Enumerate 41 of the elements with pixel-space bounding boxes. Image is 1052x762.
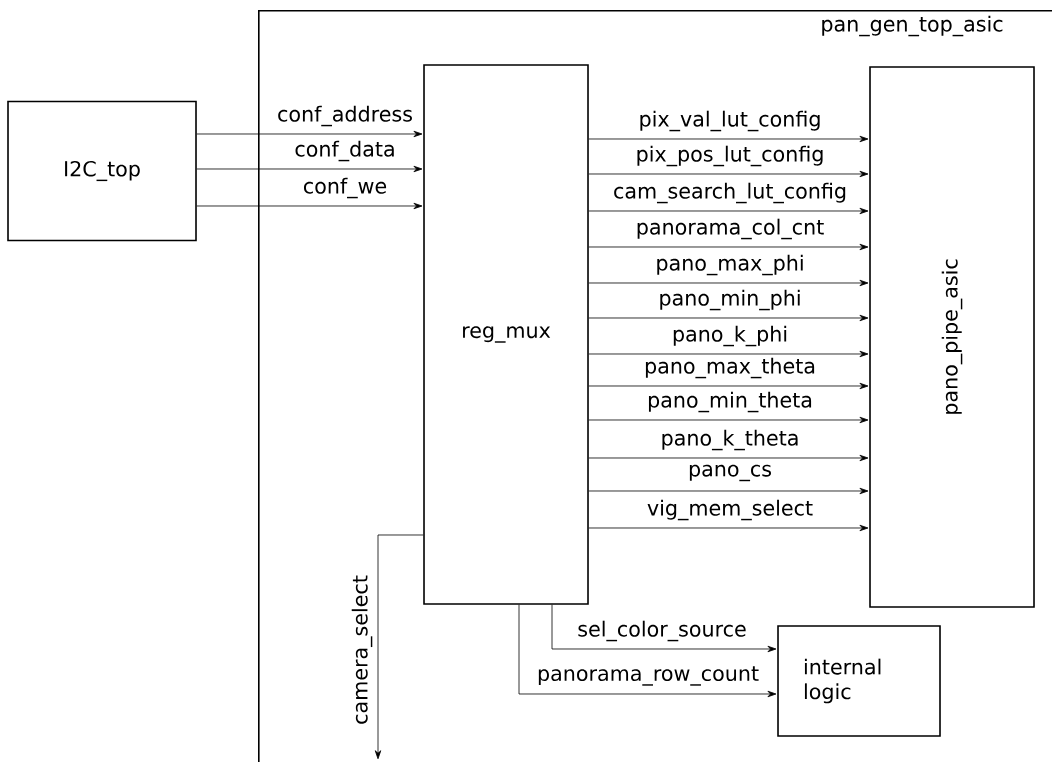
arrow: [588, 207, 869, 215]
edge-label: pano_min_theta: [645, 390, 815, 414]
block-label: pan_gen_top_asic: [822, 15, 1003, 37]
edge-label: panorama_col_cnt: [634, 217, 826, 241]
arrow: [588, 350, 869, 358]
arrow: [588, 314, 869, 322]
arrow: [588, 416, 869, 424]
arrow: [196, 202, 423, 210]
arrow: [196, 130, 423, 138]
arrow: [588, 454, 869, 462]
edge-label: sel_color_source: [575, 619, 749, 643]
edge-label: conf_data: [293, 139, 397, 163]
block-box: pano_pipe_asic: [869, 66, 1035, 608]
edge-label: pano_max_phi: [654, 253, 806, 277]
edge-label: pix_val_lut_config: [637, 109, 823, 133]
arrow: [196, 165, 423, 173]
edge-label: vig_mem_select: [645, 498, 815, 522]
edge-label: pano_min_phi: [657, 288, 803, 312]
arrow: [588, 170, 869, 178]
edge-label: pano_max_theta: [642, 356, 818, 380]
edge-label: conf_we: [301, 176, 389, 200]
edge-label: panorama_row_count: [535, 664, 761, 687]
arrow: [374, 534, 424, 760]
block-box: I2C_top: [7, 100, 197, 242]
edge-label: cam_search_lut_config: [611, 181, 849, 205]
arrow: [518, 604, 777, 698]
arrow: [551, 604, 777, 653]
edge-label: pano_k_phi: [670, 324, 790, 348]
arrow: [588, 487, 869, 495]
edge-label: pix_pos_lut_config: [634, 144, 826, 168]
arrow: [588, 135, 869, 143]
edge-label: camera_select: [350, 573, 374, 727]
arrow: [588, 382, 869, 390]
arrow: [588, 243, 869, 251]
arrow: [588, 524, 869, 532]
edge-label: pano_k_theta: [659, 428, 801, 452]
arrow: [588, 279, 869, 287]
block-box: internal logic: [777, 625, 941, 737]
edge-label: conf_address: [275, 104, 415, 128]
edge-label: pano_cs: [686, 463, 774, 483]
block-box: reg_mux: [423, 64, 589, 605]
